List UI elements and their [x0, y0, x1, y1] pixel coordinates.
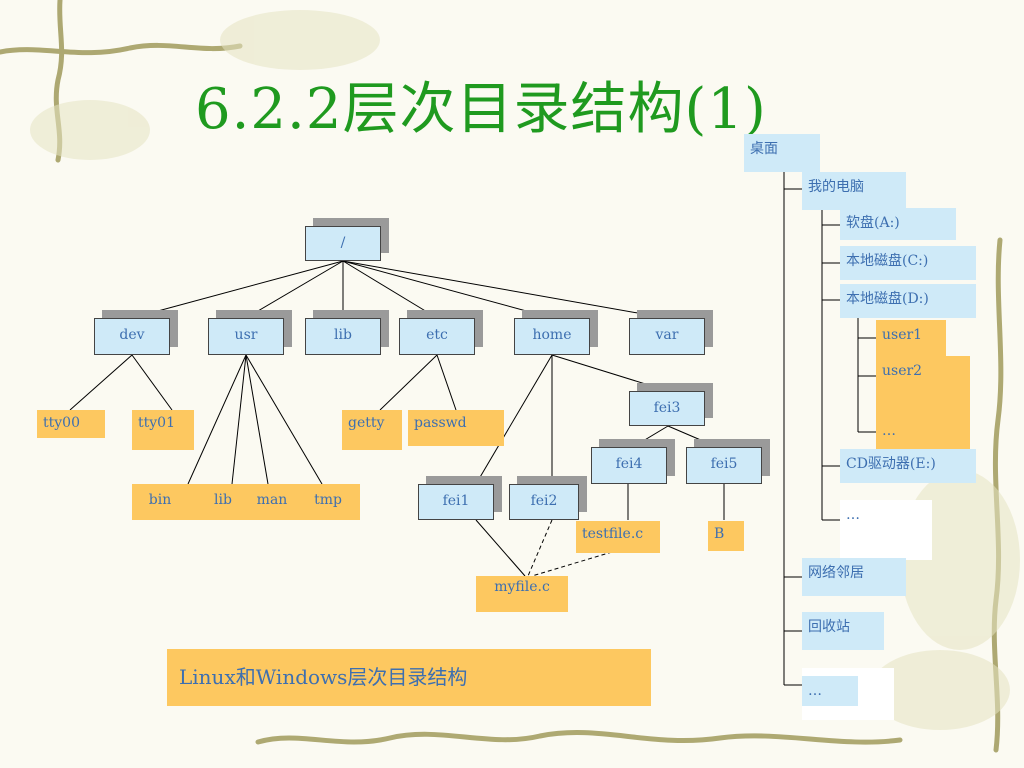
- node-home: home: [514, 318, 590, 355]
- node-tmp: tmp: [296, 484, 360, 520]
- win-cd-drive: CD驱动器(E:): [840, 449, 976, 483]
- win-my-computer: 我的电脑: [802, 172, 906, 210]
- win-user2: user2: [876, 356, 970, 450]
- node-fei5: fei5: [686, 447, 762, 484]
- node-fei3: fei3: [629, 391, 705, 426]
- win-computer-more: …: [840, 500, 932, 560]
- node-getty: getty: [342, 410, 402, 450]
- node-root: /: [305, 226, 381, 261]
- node-passwd: passwd: [408, 410, 504, 446]
- diagram-caption: Linux和Windows层次目录结构: [167, 649, 651, 706]
- node-tty01: tty01: [132, 410, 194, 450]
- node-fei4: fei4: [591, 447, 667, 484]
- node-fei2: fei2: [509, 484, 579, 520]
- win-disk-d: 本地磁盘(D:): [840, 284, 976, 318]
- win-d-more: …: [882, 423, 896, 439]
- win-desktop: 桌面: [744, 134, 820, 172]
- win-user1: user1: [876, 320, 946, 356]
- node-fei1: fei1: [418, 484, 494, 520]
- win-more: …: [802, 676, 858, 706]
- node-var: var: [629, 318, 705, 355]
- win-floppy: 软盘(A:): [840, 208, 956, 240]
- node-dev: dev: [94, 318, 170, 355]
- node-bin: bin: [132, 484, 188, 520]
- win-disk-c: 本地磁盘(C:): [840, 246, 976, 280]
- node-b: B: [708, 521, 744, 551]
- node-usr: usr: [208, 318, 284, 355]
- node-man: man: [248, 484, 296, 520]
- node-testfile: testfile.c: [576, 521, 660, 553]
- win-recycle-bin: 回收站: [802, 612, 884, 650]
- node-lib-usr: lib: [188, 484, 248, 520]
- node-myfile: myfile.c: [476, 576, 568, 612]
- node-etc: etc: [399, 318, 475, 355]
- node-tty00: tty00: [37, 410, 105, 438]
- slide-title: 6.2.2层次目录结构(1): [195, 77, 767, 142]
- win-network: 网络邻居: [802, 558, 906, 596]
- node-lib: lib: [305, 318, 381, 355]
